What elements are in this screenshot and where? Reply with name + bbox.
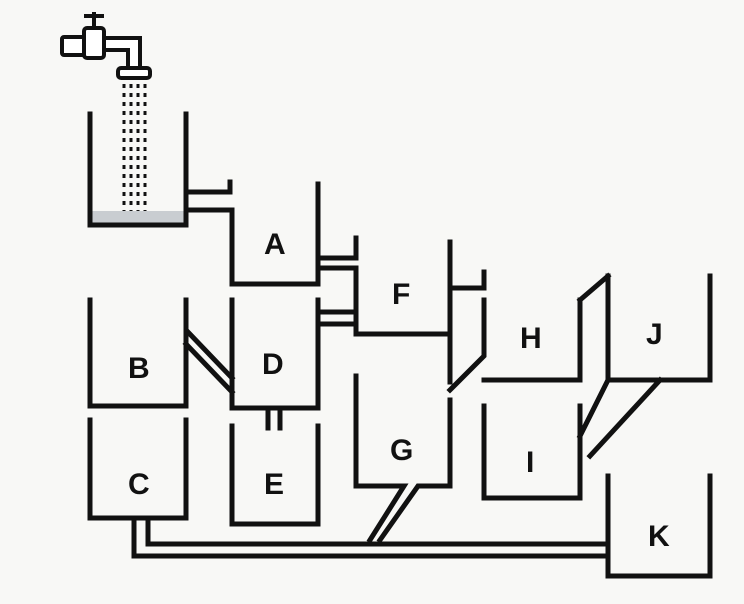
pipe-source-a-top bbox=[183, 179, 233, 195]
source-tank bbox=[87, 111, 189, 228]
tank-d bbox=[229, 297, 321, 411]
tank-g-left bbox=[353, 373, 409, 544]
label-e: E bbox=[264, 468, 284, 501]
tank-b bbox=[87, 297, 189, 409]
pipe-f-g-slant bbox=[446, 297, 487, 394]
tank-g-right bbox=[376, 397, 453, 544]
label-a: A bbox=[264, 228, 286, 261]
tank-i bbox=[481, 403, 583, 501]
tank-k bbox=[605, 473, 713, 579]
label-c: C bbox=[128, 468, 150, 501]
label-b: B bbox=[128, 352, 150, 385]
pipe-h-j-slant bbox=[576, 272, 612, 304]
tank-a bbox=[229, 181, 321, 287]
tank-j bbox=[605, 273, 713, 383]
pipe-a-f-top bbox=[315, 235, 359, 261]
pipe-d-b-bottom bbox=[182, 340, 236, 396]
label-f: F bbox=[392, 278, 410, 311]
pipe-f-h-top bbox=[447, 269, 487, 291]
tank-e bbox=[229, 423, 321, 527]
pipe-d-b-top bbox=[183, 299, 236, 382]
label-k: K bbox=[648, 520, 670, 553]
label-d: D bbox=[262, 348, 284, 381]
label-h: H bbox=[520, 322, 542, 355]
tank-c bbox=[87, 417, 189, 521]
pipe-j-i-bottom bbox=[586, 376, 664, 460]
water-tap-icon bbox=[60, 12, 152, 80]
pipe-c-k-outer bbox=[131, 515, 611, 559]
label-i: I bbox=[526, 446, 534, 479]
pipe-c-k-inner bbox=[145, 515, 611, 547]
label-g: G bbox=[390, 434, 413, 467]
water-stream bbox=[122, 84, 147, 214]
label-j: J bbox=[646, 318, 663, 351]
pipe-j-i-top bbox=[576, 376, 612, 440]
